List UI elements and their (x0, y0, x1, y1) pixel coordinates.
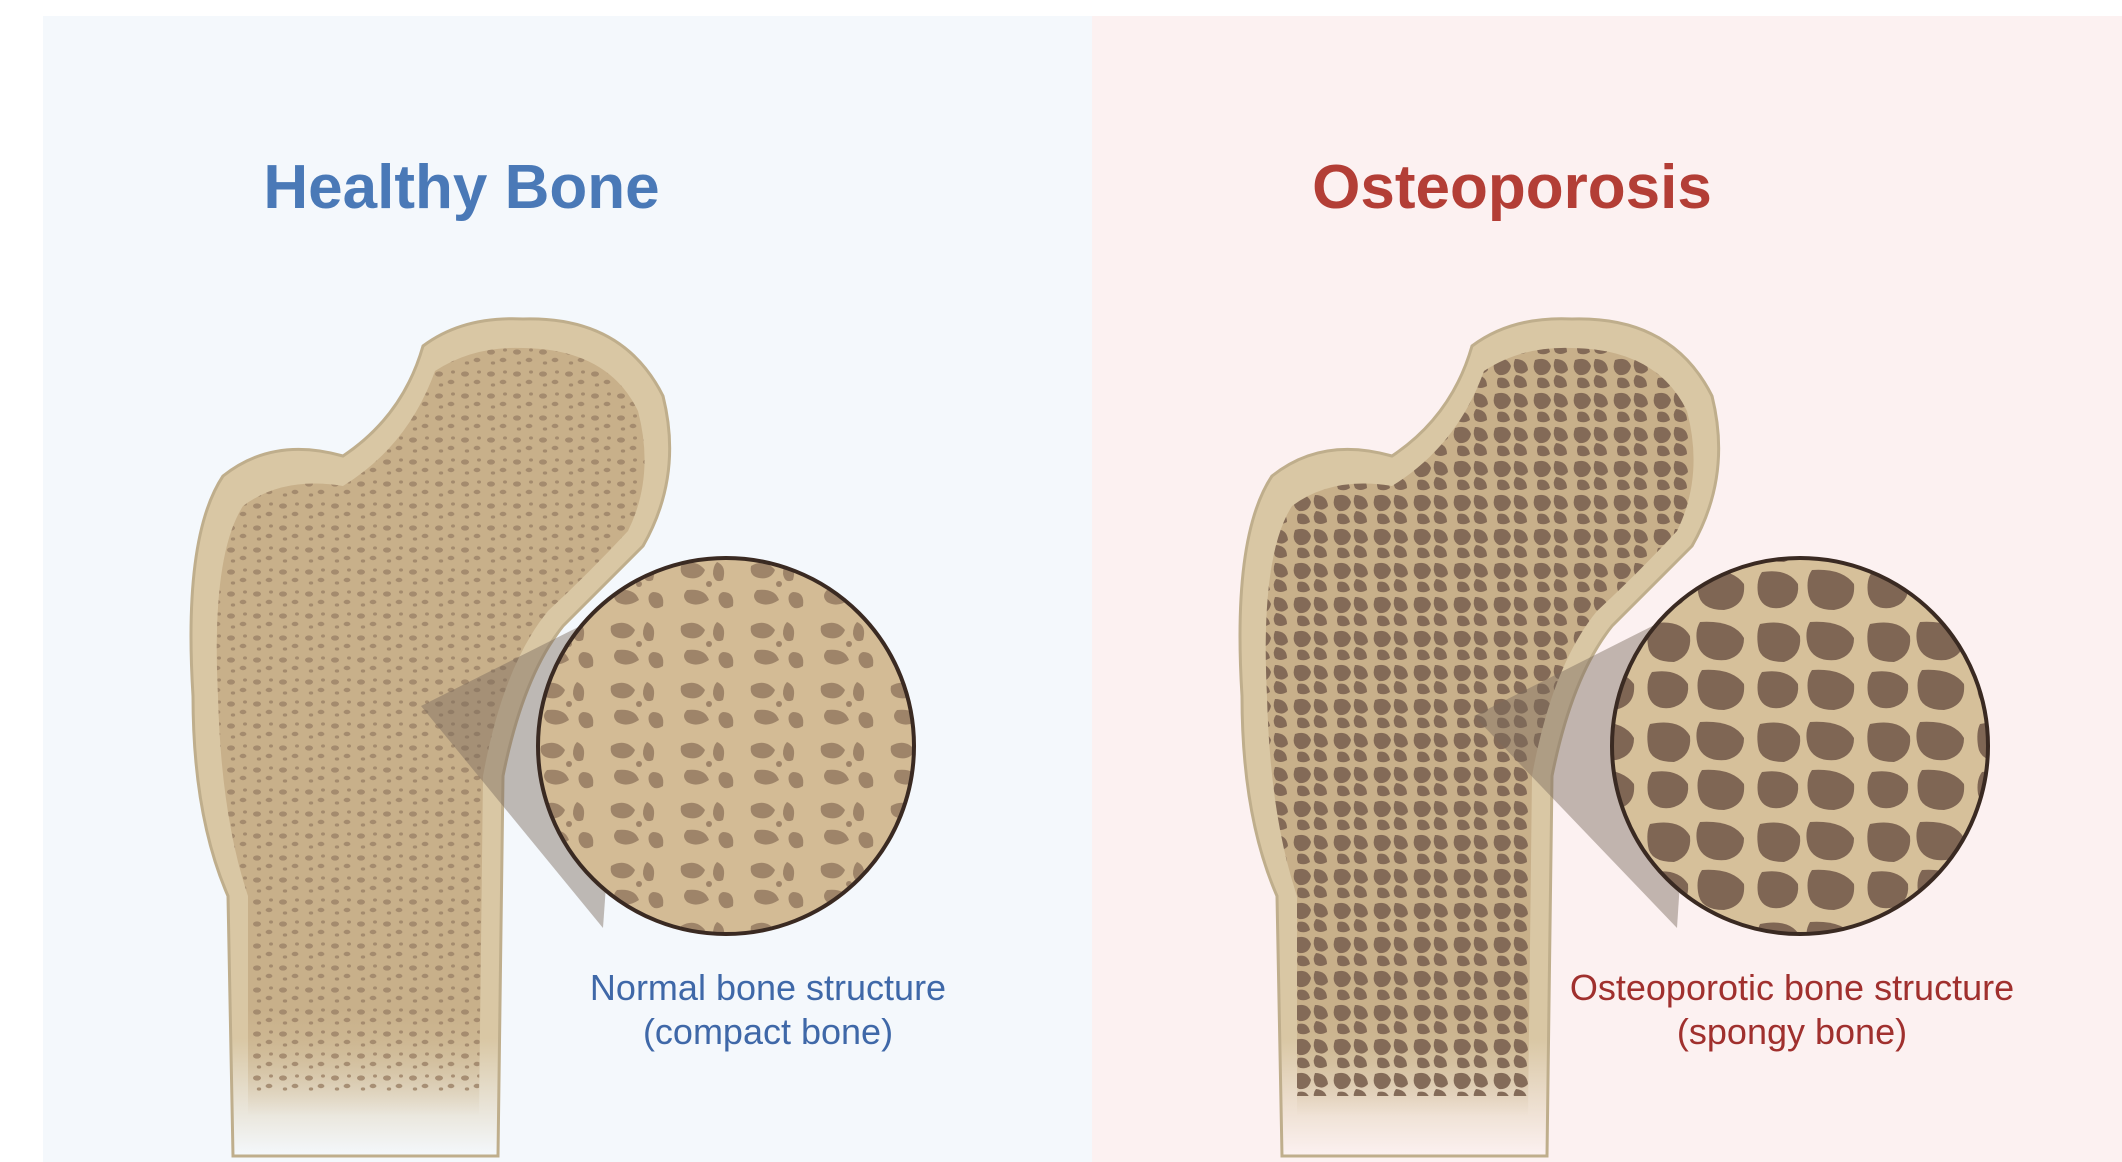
osteoporosis-caption: Osteoporotic bone structure (spongy bone… (1497, 966, 2087, 1054)
healthy-caption-line1: Normal bone structure (473, 966, 1063, 1010)
healthy-caption-line2: (compact bone) (473, 1010, 1063, 1054)
osteoporosis-panel: Osteoporosis (1092, 16, 2122, 1162)
healthy-bone-panel: Healthy Bone (43, 16, 1092, 1162)
healthy-bone-caption: Normal bone structure (compact bone) (473, 966, 1063, 1054)
osteoporosis-caption-line2: (spongy bone) (1497, 1010, 2087, 1054)
osteoporosis-caption-line1: Osteoporotic bone structure (1497, 966, 2087, 1010)
